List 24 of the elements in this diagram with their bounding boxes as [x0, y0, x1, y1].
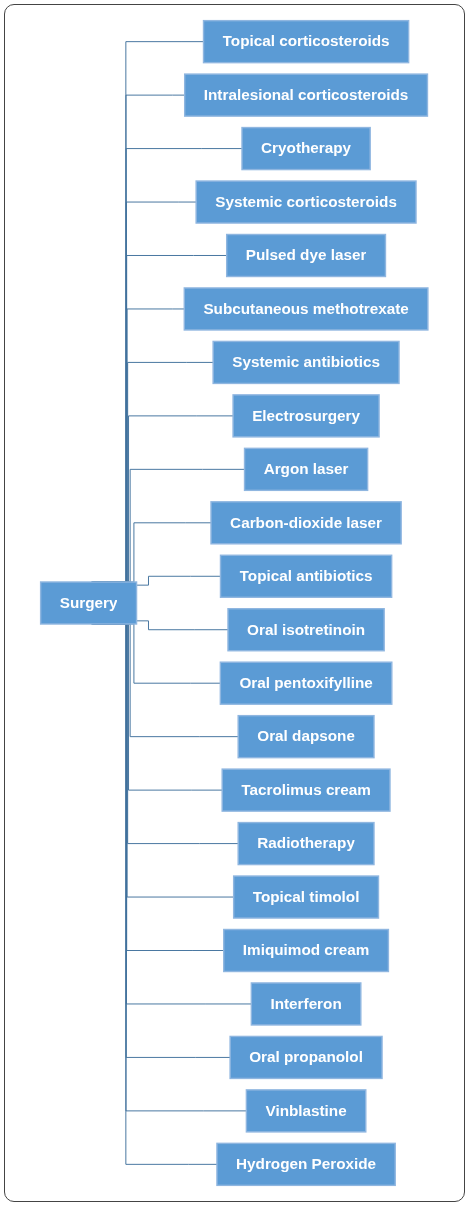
node-box: Oral propanolol [229, 1035, 383, 1080]
node-box: Topical antibiotics [220, 554, 393, 598]
node-box: Systemic antibiotics [212, 340, 400, 385]
node-box: Systemic corticosteroids [195, 180, 417, 224]
node-box: Radiotherapy [237, 821, 375, 866]
node-box: Tacrolimus cream [221, 768, 391, 812]
node-box: Topical corticosteroids [203, 19, 410, 64]
node-box: Oral isotretinoin [227, 608, 386, 652]
node-box: Imiquimod cream [223, 928, 390, 973]
node-box: Interferon [250, 982, 362, 1026]
node-box: Electrosurgery [232, 394, 381, 438]
node-box: Cryotherapy [241, 126, 372, 171]
node-box: Oral pentoxifylline [219, 661, 393, 705]
node-box: Pulsed dye laser [226, 233, 387, 278]
node-box: Carbon-dioxide laser [210, 501, 403, 545]
node-box: Subcutaneous methotrexate [183, 287, 429, 331]
node-box: Surgery [40, 581, 138, 625]
node-box: Hydrogen Peroxide [216, 1142, 397, 1187]
connector [136, 620, 229, 631]
node-box: Argon laser [244, 447, 369, 492]
node-box: Oral dapsone [237, 714, 375, 759]
node-box: Topical timolol [233, 875, 380, 919]
node-box: Vinblastine [245, 1089, 367, 1133]
node-box: Intralesional corticosteroids [184, 73, 429, 117]
